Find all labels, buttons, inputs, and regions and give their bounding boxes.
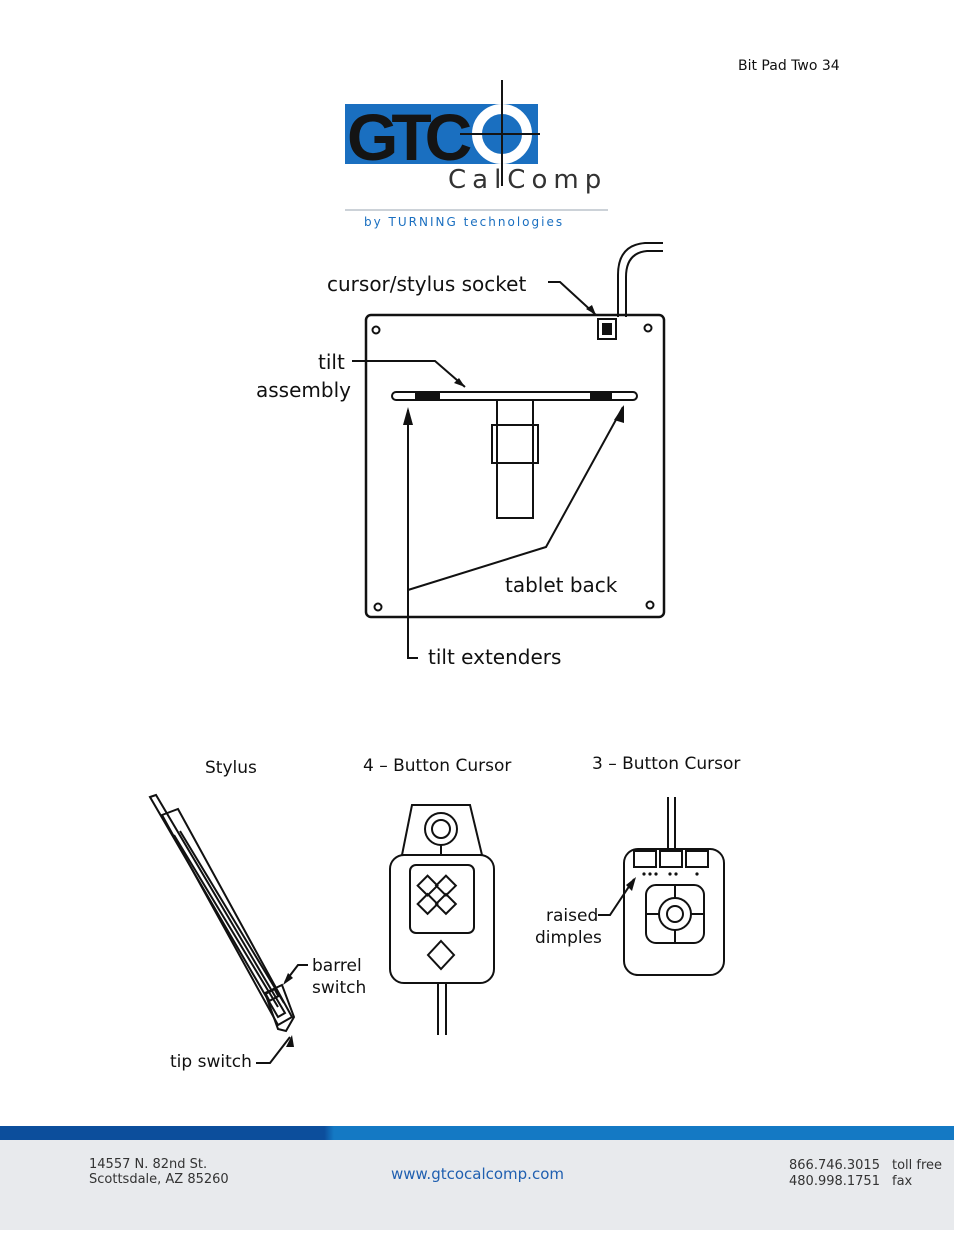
phone-fax-label: fax	[892, 1174, 913, 1189]
devices-diagram: Stylus 4 – Button Cursor 3 – Button Curs…	[148, 754, 740, 1072]
address-line-1: 14557 N. 82nd St.	[89, 1157, 208, 1172]
label-tilt-1: tilt	[318, 350, 345, 374]
label-tip-switch: tip switch	[170, 1052, 252, 1072]
svg-text:CalComp: CalComp	[448, 165, 607, 195]
footer-phones: 866.746.3015 toll free 480.998.1751 fax	[789, 1158, 942, 1190]
phone-tollfree: 866.746.3015	[789, 1158, 880, 1173]
website-link[interactable]: www.gtcocalcomp.com	[391, 1165, 564, 1183]
cursor-3-button-drawing	[598, 797, 725, 976]
tablet-outline	[364, 313, 666, 619]
phone-tollfree-label: toll free	[892, 1158, 943, 1173]
label-tablet-back: tablet back	[505, 573, 618, 597]
socket	[597, 318, 617, 340]
tablet-back-diagram: cursor/stylus socket tilt assembly table…	[256, 242, 666, 669]
cursor-4-button-drawing	[389, 804, 495, 1035]
label-tilt-extenders: tilt extenders	[428, 645, 561, 669]
title-stylus: Stylus	[205, 758, 257, 778]
label-barrel-1: barrel	[312, 956, 362, 976]
label-tilt-2: assembly	[256, 378, 351, 402]
svg-text:GTC: GTC	[347, 100, 471, 174]
label-dimples-2: dimples	[535, 928, 602, 948]
phone-fax: 480.998.1751	[789, 1174, 880, 1189]
label-barrel-2: switch	[312, 978, 366, 998]
page-label: Bit Pad Two 34	[738, 58, 840, 74]
footer-address: 14557 N. 82nd St. Scottsdale, AZ 85260	[89, 1157, 229, 1187]
label-dimples-1: raised	[546, 906, 598, 926]
footer: 14557 N. 82nd St. Scottsdale, AZ 85260 w…	[0, 1140, 954, 1230]
svg-text:by TURNING technologies: by TURNING technologies	[364, 215, 564, 229]
label-socket: cursor/stylus socket	[327, 272, 526, 296]
gtco-calcomp-logo: GTC CalComp by TURNING technologies	[345, 80, 608, 229]
address-line-2: Scottsdale, AZ 85260	[89, 1172, 229, 1187]
title-3-button-cursor: 3 – Button Cursor	[592, 754, 740, 774]
title-4-button-cursor: 4 – Button Cursor	[363, 756, 511, 776]
stylus-drawing	[148, 793, 308, 1064]
footer-band	[0, 1126, 954, 1140]
